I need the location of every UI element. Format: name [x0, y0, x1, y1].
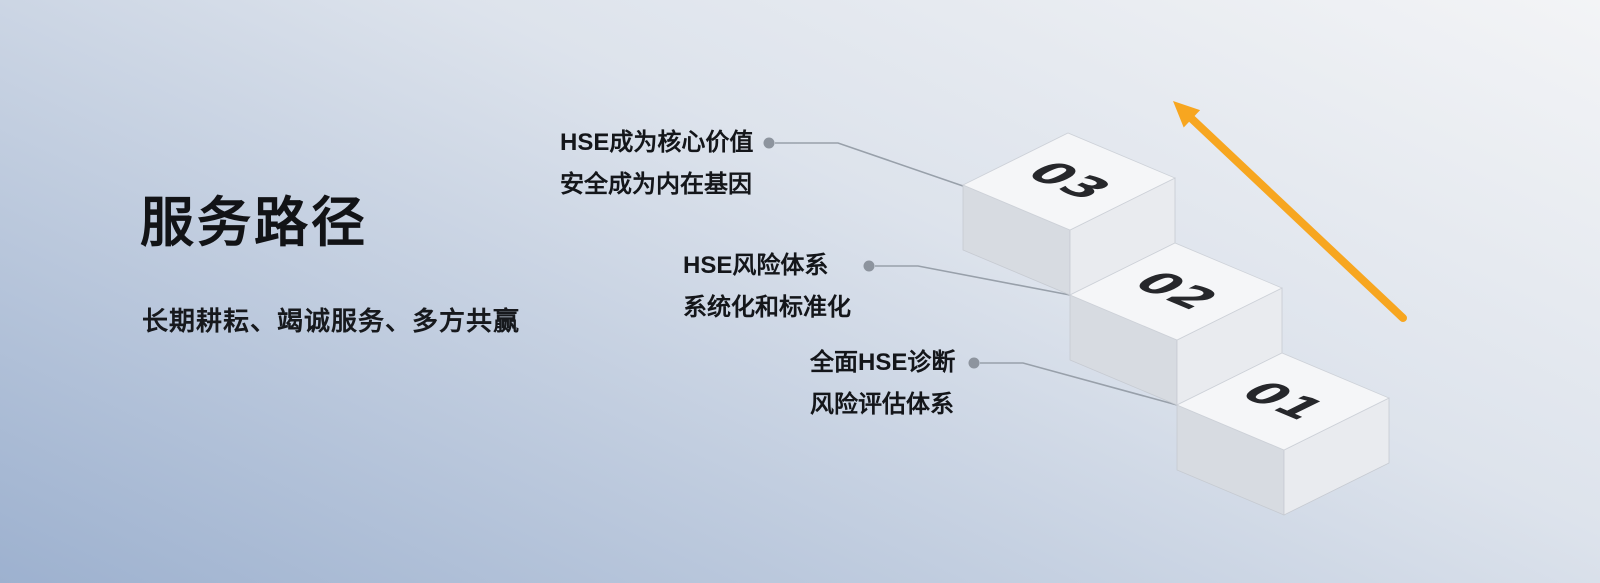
step-top-face [962, 132, 1176, 231]
growth-arrow-shaft [1188, 115, 1407, 322]
stair-step-01: 01 [1176, 352, 1390, 516]
step-label-02: HSE风险体系 系统化和标准化 [683, 245, 851, 329]
connector-line [980, 362, 1178, 406]
step-top-face [1176, 352, 1390, 451]
step-label-line-1: HSE成为核心价值 [560, 129, 754, 156]
intro-block: 服务路径 长期耕耘、竭诚服务、多方共赢 [140, 178, 520, 338]
step-label-01: 全面HSE诊断 风险评估体系 [810, 342, 955, 426]
page-title: 服务路径 [140, 193, 368, 253]
step-label-line-2: 安全成为内在基因 [560, 171, 752, 198]
step-label-line-2: 系统化和标准化 [683, 294, 851, 321]
growth-arrow [1173, 101, 1407, 322]
step-label-line-1: 全面HSE诊断 [810, 349, 956, 376]
connector-group [763, 137, 1178, 406]
connector-dot [863, 260, 875, 272]
stair-step-03: 03 [962, 132, 1176, 296]
step-label-03: HSE成为核心价值 安全成为内在基因 [560, 122, 753, 206]
step-label-line-2: 风险评估体系 [810, 391, 954, 418]
step-top-face [1069, 242, 1283, 341]
connector-dot [968, 357, 980, 369]
connector-line [875, 265, 1071, 296]
connector-line [775, 142, 964, 187]
growth-arrow-head-icon [1173, 101, 1201, 128]
stair-step-02: 02 [1069, 242, 1283, 406]
step-label-line-1: HSE风险体系 [683, 252, 829, 279]
connector-dot [763, 137, 775, 149]
page-subtitle: 长期耕耘、竭诚服务、多方共赢 [142, 306, 521, 336]
